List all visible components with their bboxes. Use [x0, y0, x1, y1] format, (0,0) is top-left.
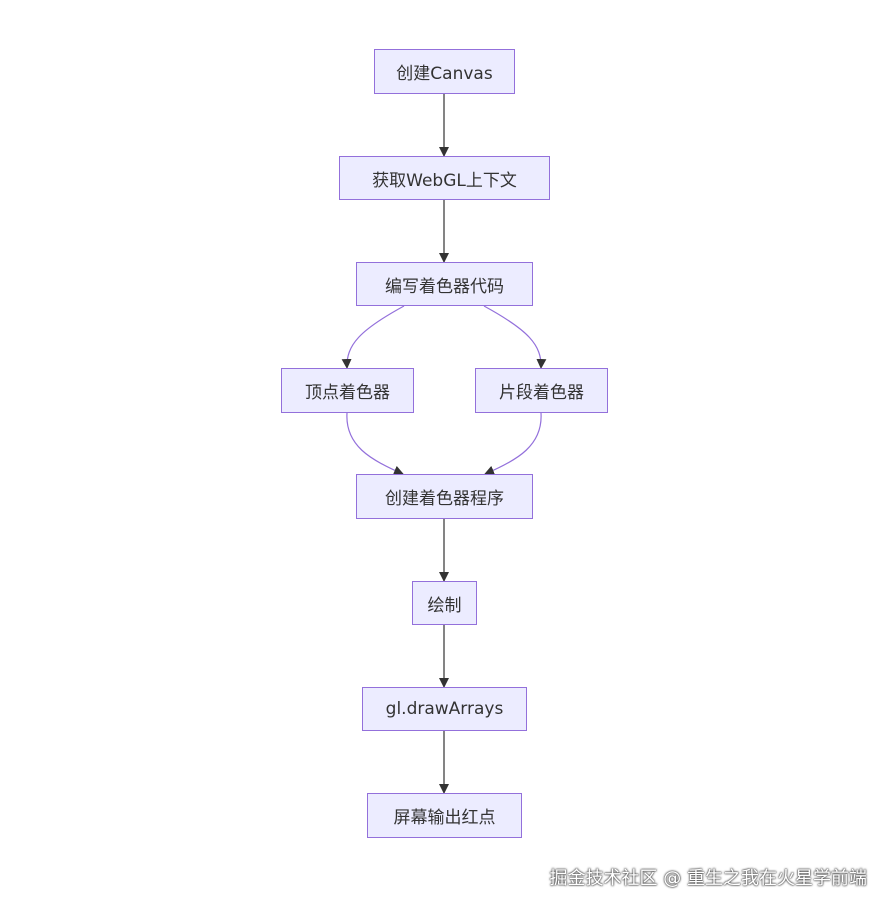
node-draw: 绘制 [412, 581, 477, 625]
node-label: 顶点着色器 [305, 383, 390, 403]
node-get-webgl-context: 获取WebGL上下文 [339, 156, 550, 200]
edge-shadercode-to-fragment [483, 305, 547, 369]
edge-fragment-to-program [484, 412, 542, 476]
node-create-canvas: 创建Canvas [374, 49, 515, 94]
node-create-shader-program: 创建着色器程序 [356, 474, 533, 519]
edge-shadercode-to-vertex [341, 305, 405, 369]
node-label: 屏幕输出红点 [393, 808, 496, 828]
node-write-shader-code: 编写着色器代码 [356, 262, 533, 306]
node-label: 创建Canvas [396, 64, 493, 84]
node-screen-output-red-dot: 屏幕输出红点 [367, 793, 522, 838]
edge-vertex-to-program [346, 412, 404, 476]
node-label: 编写着色器代码 [385, 276, 504, 297]
watermark: 掘金技术社区 @ 重生之我在火星学前端 [549, 868, 867, 889]
node-label: 绘制 [427, 595, 462, 616]
node-label: 获取WebGL上下文 [372, 170, 517, 191]
node-gl-draw-arrays: gl.drawArrays [362, 687, 527, 731]
node-vertex-shader: 顶点着色器 [281, 368, 414, 413]
node-label: gl.drawArrays [385, 699, 504, 719]
node-fragment-shader: 片段着色器 [475, 368, 608, 413]
node-label: 片段着色器 [499, 383, 584, 403]
node-label: 创建着色器程序 [385, 489, 504, 509]
